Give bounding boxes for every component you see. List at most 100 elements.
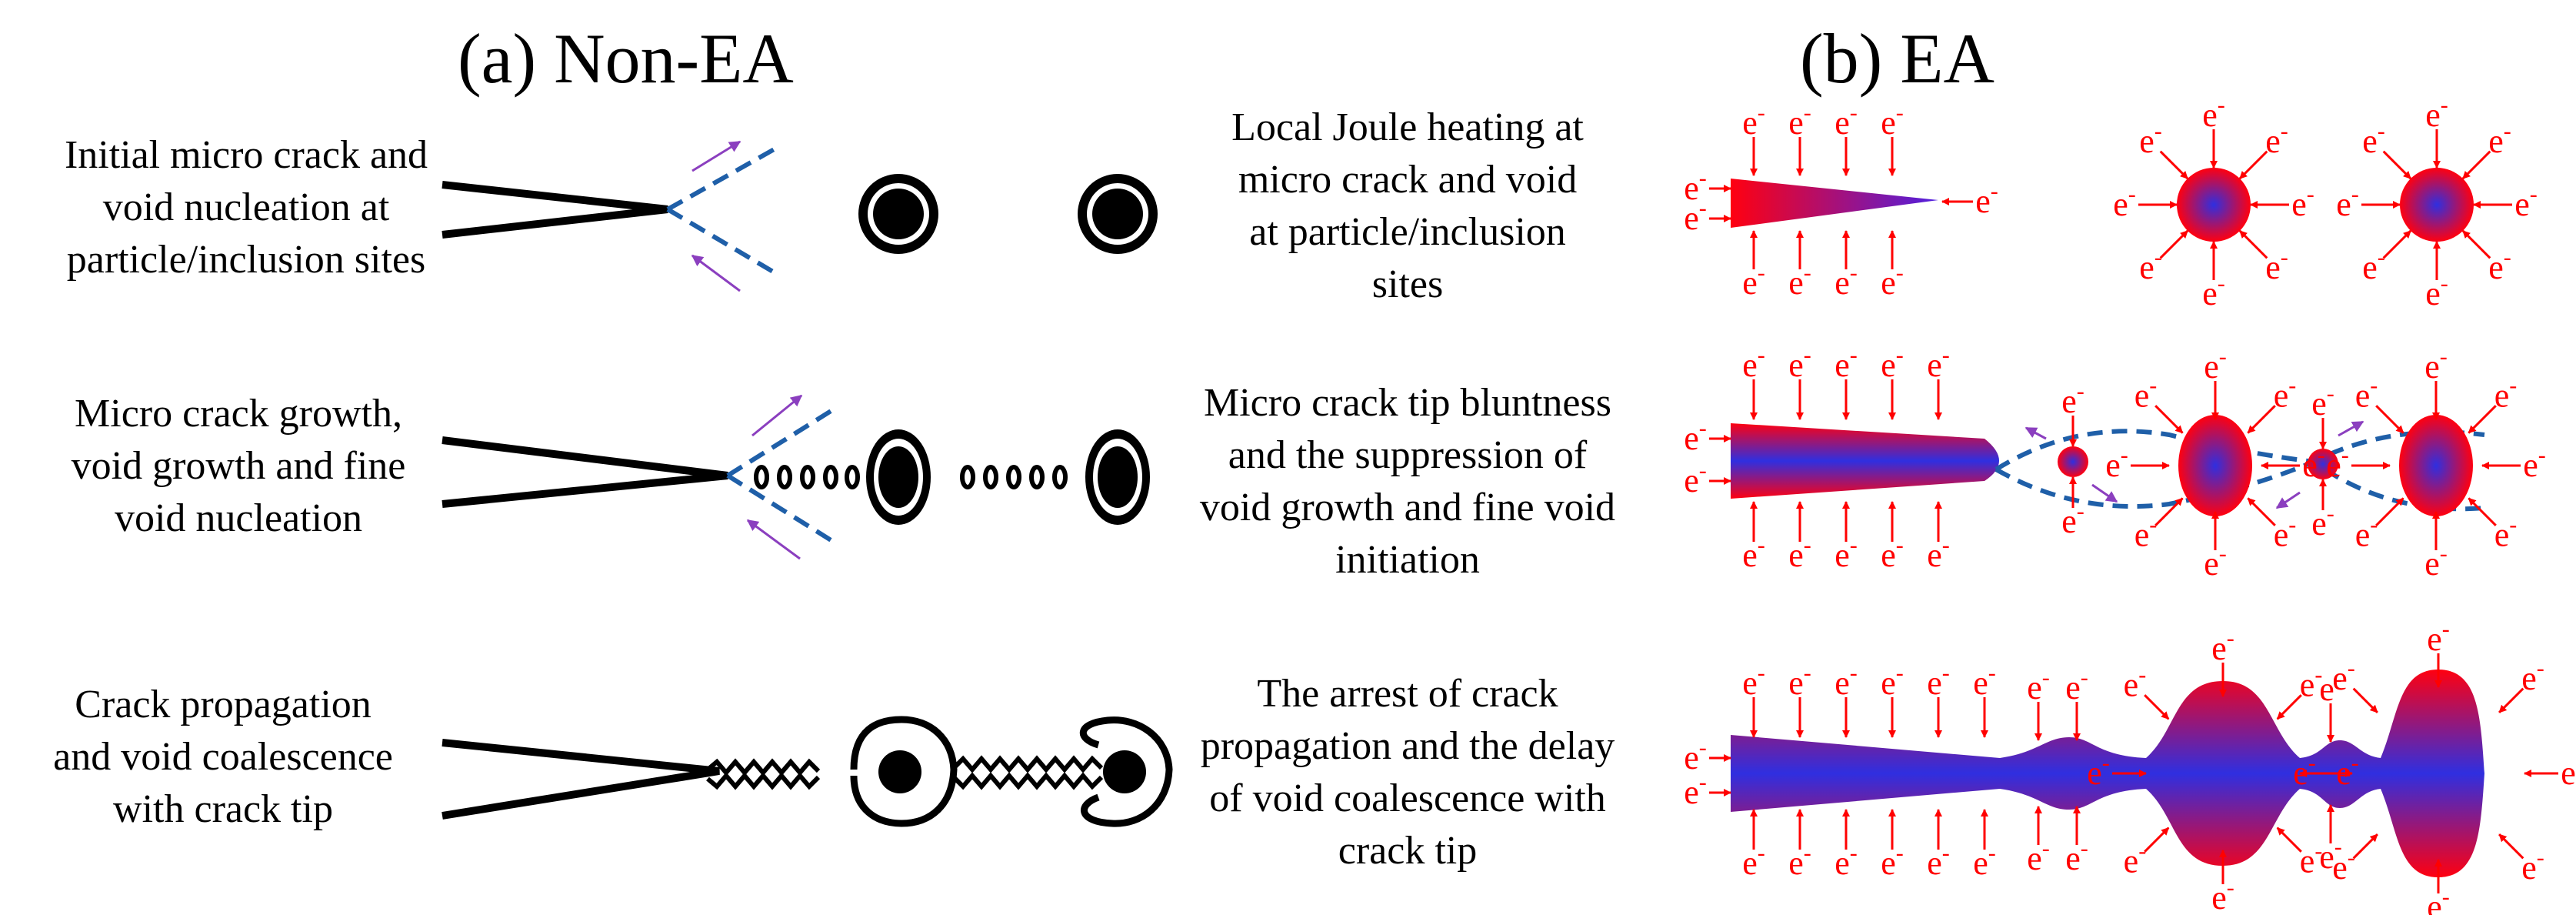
slip-line xyxy=(666,145,778,212)
electron-label: e- xyxy=(2311,501,2334,543)
electron-arrow-line xyxy=(2375,497,2404,526)
electron-arrow-line xyxy=(2154,497,2184,526)
electron-arrow: e- xyxy=(2311,381,2334,450)
electron-arrow: e- xyxy=(2139,119,2189,180)
label-line: void growth and fine xyxy=(71,444,406,488)
arrested-crack-band xyxy=(1731,670,2484,877)
electron-label: e- xyxy=(1788,260,1811,302)
electron-arrow-line xyxy=(2159,150,2189,180)
electron-arrow: e- xyxy=(1973,808,1996,882)
electron-label: e- xyxy=(1881,840,1904,882)
inclusion-void xyxy=(858,174,938,254)
electron-arrow-line xyxy=(2276,827,2302,853)
electron-label: e- xyxy=(2134,372,2158,414)
electron-arrow: e- xyxy=(1835,229,1858,302)
electron-arrow: e- xyxy=(1881,100,1904,177)
electron-arrow: e- xyxy=(2523,750,2576,792)
electron-arrow: e- xyxy=(2211,849,2234,915)
electron-label: e- xyxy=(1742,840,1765,882)
micro-crack xyxy=(442,436,728,508)
electron-arrow: e- xyxy=(1742,100,1765,177)
heated-crack xyxy=(1731,179,1938,228)
electron-label: e- xyxy=(2065,836,2088,877)
electron-label: e- xyxy=(1684,770,1707,811)
electron-label: e- xyxy=(1742,660,1765,702)
electron-arrow: e- xyxy=(2461,229,2511,286)
electron-label: e- xyxy=(1742,342,1765,384)
label-line: micro crack and void xyxy=(1238,158,1578,202)
label-line: Crack propagation xyxy=(75,683,372,726)
electron-label: e- xyxy=(1973,660,1996,702)
coalesced-void-outline xyxy=(1080,716,1173,827)
electron-arrow: e- xyxy=(2238,119,2288,180)
electron-label: e- xyxy=(2521,845,2544,887)
electron-label: e- xyxy=(1835,533,1858,574)
ea-row2-label: Micro crack tip bluntness and the suppre… xyxy=(1146,377,1669,586)
panel-b-title: (b) EA xyxy=(1800,19,1994,98)
electron-label: e- xyxy=(2427,884,2450,915)
electron-arrow: e- xyxy=(2204,344,2227,421)
electron-label: e- xyxy=(2124,662,2147,703)
electron-arrow: e- xyxy=(2249,182,2314,223)
electron-arrow: e- xyxy=(1788,660,1811,739)
label-line: with crack tip xyxy=(113,787,333,831)
electron-label: e- xyxy=(1835,260,1858,302)
electron-label: e- xyxy=(1788,533,1811,574)
electron-arrow-line xyxy=(2247,497,2276,526)
label-line: Micro crack tip bluntness xyxy=(1204,381,1611,425)
electron-label: e- xyxy=(2274,513,2297,554)
electron-label: e- xyxy=(1788,660,1811,702)
electron-arrow: e- xyxy=(1788,100,1811,177)
electron-arrow-line xyxy=(2468,497,2497,526)
electron-label: e- xyxy=(1835,660,1858,702)
electron-arrow: e- xyxy=(2332,656,2378,713)
electron-label: e- xyxy=(2134,513,2158,554)
electron-arrow-line xyxy=(2144,827,2170,853)
electron-arrow: e- xyxy=(2113,182,2178,223)
label-line: particle/inclusion sites xyxy=(66,238,426,282)
shear-arrow xyxy=(691,254,741,292)
electron-arrow: e- xyxy=(2276,827,2322,880)
electron-arrow: e- xyxy=(1927,660,1950,739)
electron-label: e- xyxy=(1742,533,1765,574)
electron-label: e- xyxy=(2061,379,2084,420)
electron-label: e- xyxy=(2561,750,2576,792)
electron-label: e- xyxy=(1881,260,1904,302)
label-line: Micro crack growth, xyxy=(75,392,402,436)
electron-arrow: e- xyxy=(2061,476,2084,540)
electron-label: e- xyxy=(2494,513,2518,554)
inclusion-void xyxy=(1078,174,1158,254)
slip-line xyxy=(726,473,840,547)
electron-label: e- xyxy=(1835,100,1858,142)
heated-void xyxy=(2177,168,2251,242)
electron-arrow: e- xyxy=(1742,229,1765,302)
electron-label: e- xyxy=(1684,195,1707,237)
shear-arrow xyxy=(751,394,803,437)
electron-arrow: e- xyxy=(2472,182,2538,223)
electron-arrow: e- xyxy=(1684,416,1732,457)
electron-label: e- xyxy=(2355,513,2378,554)
electron-label: e- xyxy=(2211,875,2234,915)
electron-label: e- xyxy=(2291,182,2314,223)
electron-arrow: e- xyxy=(1742,808,1765,882)
jagged-crack xyxy=(951,772,1104,790)
electron-arrow: e- xyxy=(2238,229,2288,286)
electron-arrow-line xyxy=(2461,150,2491,180)
electron-label: e- xyxy=(2488,119,2511,160)
heated-void xyxy=(2399,415,2473,516)
label-line: The arrest of crack xyxy=(1257,672,1558,716)
jagged-crack xyxy=(706,772,821,790)
electron-label: e- xyxy=(2521,656,2544,697)
non-ea-row2-drawing xyxy=(442,394,1150,560)
electron-label: e- xyxy=(2355,372,2378,414)
heated-void xyxy=(2178,415,2252,516)
label-line: void nucleation xyxy=(114,496,363,540)
electron-arrow: e- xyxy=(1835,660,1858,739)
label-line: and the suppression of xyxy=(1228,433,1588,477)
electron-label: e- xyxy=(2211,626,2234,667)
electron-label: e- xyxy=(2336,182,2359,223)
electron-arrow: e- xyxy=(2355,497,2404,554)
electron-label: e- xyxy=(1881,342,1904,384)
electron-arrow: e- xyxy=(1881,500,1904,574)
